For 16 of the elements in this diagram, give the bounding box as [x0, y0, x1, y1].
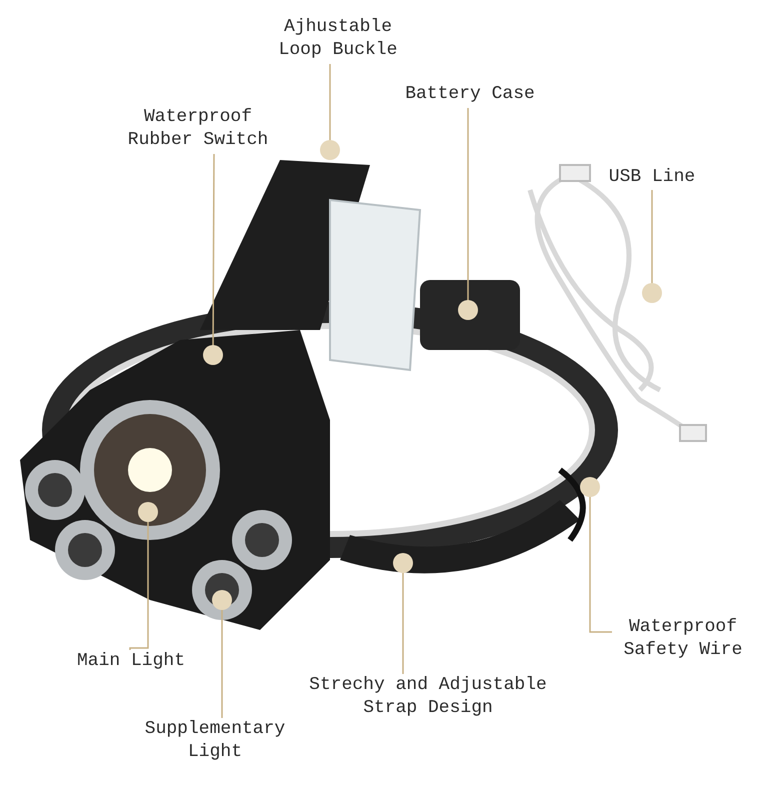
leader-line [580, 477, 612, 633]
leader-line [458, 108, 478, 320]
callout-label: Waterproof Safety Wire [608, 616, 758, 662]
callout-label: Ajhustable Loop Buckle [258, 16, 418, 62]
callout-label: Supplementary Light [130, 718, 300, 764]
callout-label: Strechy and Adjustable Strap Design [283, 674, 573, 720]
leader-line [212, 590, 232, 718]
leader-line [320, 64, 340, 160]
callout-label: Battery Case [395, 83, 545, 106]
leader-line [393, 553, 413, 674]
callout-label: USB Line [597, 166, 707, 189]
callout-label: Waterproof Rubber Switch [108, 106, 288, 152]
leader-line [203, 154, 223, 365]
leader-line [642, 190, 662, 303]
callout-label: Main Light [66, 650, 196, 673]
leader-line [129, 502, 158, 650]
